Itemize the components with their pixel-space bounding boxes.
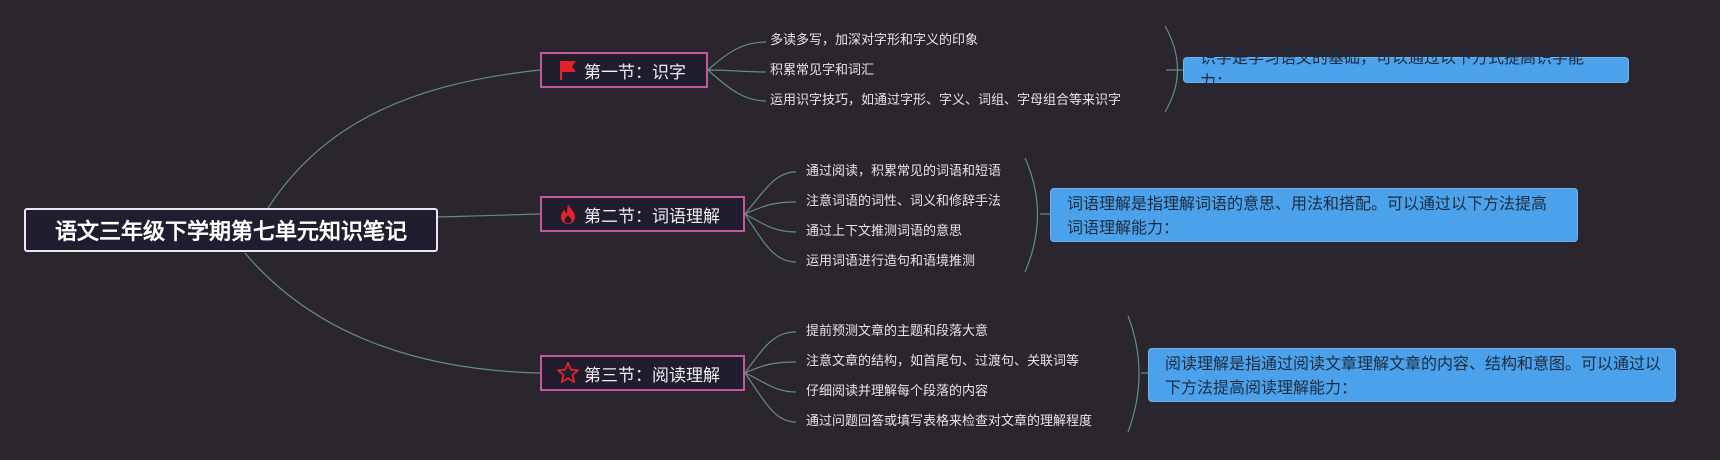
fire-icon: [556, 202, 580, 226]
section-2-summary-text: 词语理解是指理解词语的意思、用法和搭配。可以通过以下方法提高词语理解能力：: [1067, 194, 1548, 237]
section-2-summary[interactable]: 词语理解是指理解词语的意思、用法和搭配。可以通过以下方法提高词语理解能力：: [1050, 188, 1578, 242]
section-1-title: 第一节：识字: [584, 62, 686, 83]
section-1-leaf-2[interactable]: 积累常见字和词汇: [770, 63, 875, 78]
section-3-node[interactable]: 第三节：阅读理解: [540, 355, 745, 391]
section-2-leaf-4[interactable]: 运用词语进行造句和语境推测: [806, 254, 976, 269]
section-2-node[interactable]: 第二节：词语理解: [540, 196, 745, 232]
section-3-leaf-2[interactable]: 注意文章的结构，如首尾句、过渡句、关联词等: [806, 354, 1080, 369]
section-2-leaf-1[interactable]: 通过阅读，积累常见的词语和短语: [806, 164, 1002, 179]
section-3-leaf-4[interactable]: 通过问题回答或填写表格来检查对文章的理解程度: [806, 414, 1093, 429]
star-outline-icon: [556, 361, 580, 385]
red-flag-icon: [556, 58, 580, 82]
root-title: 语文三年级下学期第七单元知识笔记: [54, 220, 407, 245]
section-1-summary-text: 识字是学习语文的基础，可以通过以下方式提高识字能力：: [1200, 48, 1585, 91]
section-3-leaf-3[interactable]: 仔细阅读并理解每个段落的内容: [806, 384, 989, 399]
section-2-leaf-3[interactable]: 通过上下文推测词语的意思: [806, 224, 963, 239]
section-3-title: 第三节：阅读理解: [584, 365, 720, 386]
section-3-summary-text: 阅读理解是指通过阅读文章理解文章的内容、结构和意图。可以通过以下方法提高阅读理解…: [1165, 354, 1662, 397]
section-3-leaf-1[interactable]: 提前预测文章的主题和段落大意: [806, 324, 989, 339]
section-1-leaf-1[interactable]: 多读多写，加深对字形和字义的印象: [770, 33, 979, 48]
section-2-title: 第二节：词语理解: [584, 206, 720, 227]
section-3-summary[interactable]: 阅读理解是指通过阅读文章理解文章的内容、结构和意图。可以通过以下方法提高阅读理解…: [1148, 348, 1676, 402]
section-2-leaf-2[interactable]: 注意词语的词性、词义和修辞手法: [806, 194, 1002, 209]
section-1-node[interactable]: 第一节：识字: [540, 52, 708, 88]
section-1-leaf-3[interactable]: 运用识字技巧，如通过字形、字义、词组、字母组合等来识字: [770, 93, 1122, 108]
section-1-summary[interactable]: 识字是学习语文的基础，可以通过以下方式提高识字能力：: [1183, 48, 1629, 91]
root-topic[interactable]: 语文三年级下学期第七单元知识笔记: [24, 208, 438, 252]
